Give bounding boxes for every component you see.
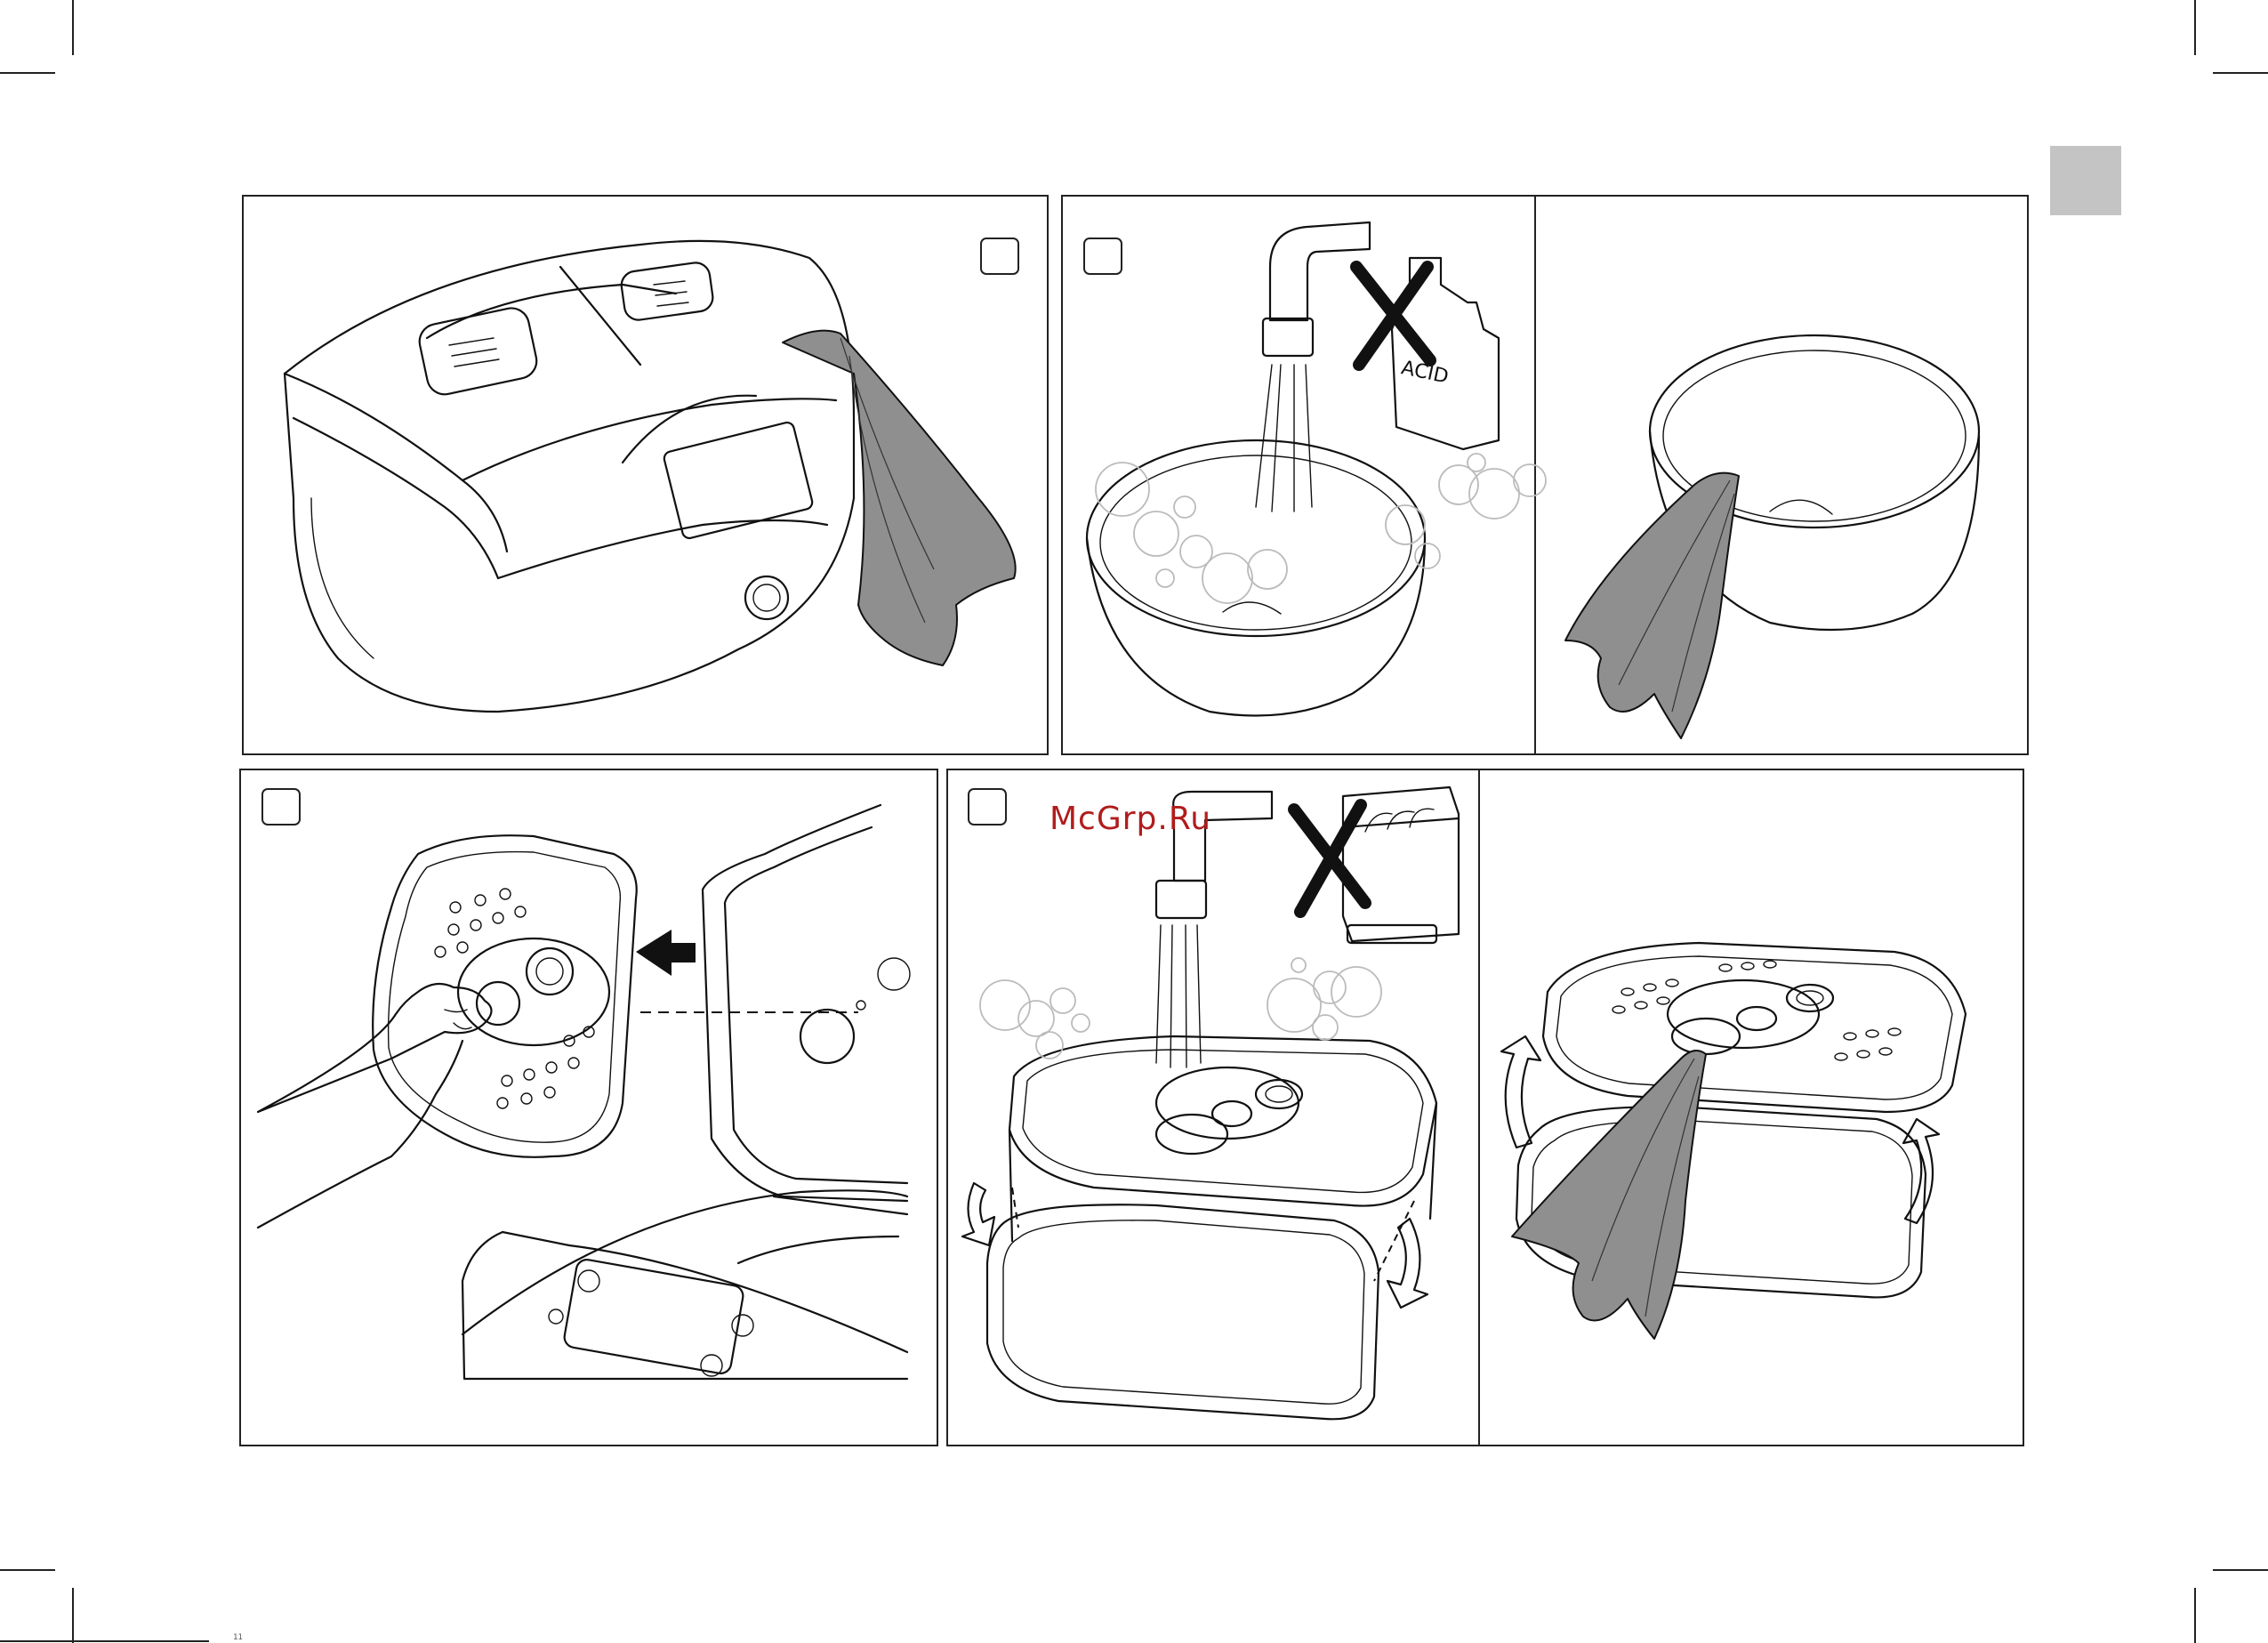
step-box-4 — [969, 789, 1006, 825]
panel-wash-lid — [947, 769, 2023, 1446]
cloth-icon — [783, 331, 1016, 665]
rotate-arrow-icon — [1387, 1219, 1428, 1308]
language-tab — [2050, 146, 2121, 215]
panel-remove-valve — [240, 769, 937, 1446]
rotate-arrow-icon — [1501, 1036, 1540, 1148]
bowl-dry-illustration — [1565, 335, 1979, 738]
watermark: McGrp.Ru — [1050, 801, 1263, 850]
prohibited-x-icon — [1294, 805, 1365, 912]
step-box-2 — [1084, 238, 1122, 274]
arrow-left-icon — [636, 930, 696, 976]
lid-dry-illustration — [1501, 943, 1966, 1339]
valve-removal-illustration — [258, 805, 910, 1379]
cloth-icon — [1565, 473, 1739, 738]
bowl-wash-illustration: ACID — [1087, 222, 1546, 716]
cloth-icon — [1512, 1051, 1706, 1339]
lid-wash-illustration — [962, 787, 1459, 1419]
multicooker-illustration — [285, 241, 1016, 712]
vent-holes — [1613, 961, 1901, 1060]
step-box-1 — [981, 238, 1018, 274]
footer-mark: 11 — [233, 1633, 260, 1643]
rotate-arrow-icon — [1903, 1119, 1939, 1223]
step-box-3 — [262, 789, 300, 825]
rotate-arrow-icon — [962, 1183, 994, 1245]
